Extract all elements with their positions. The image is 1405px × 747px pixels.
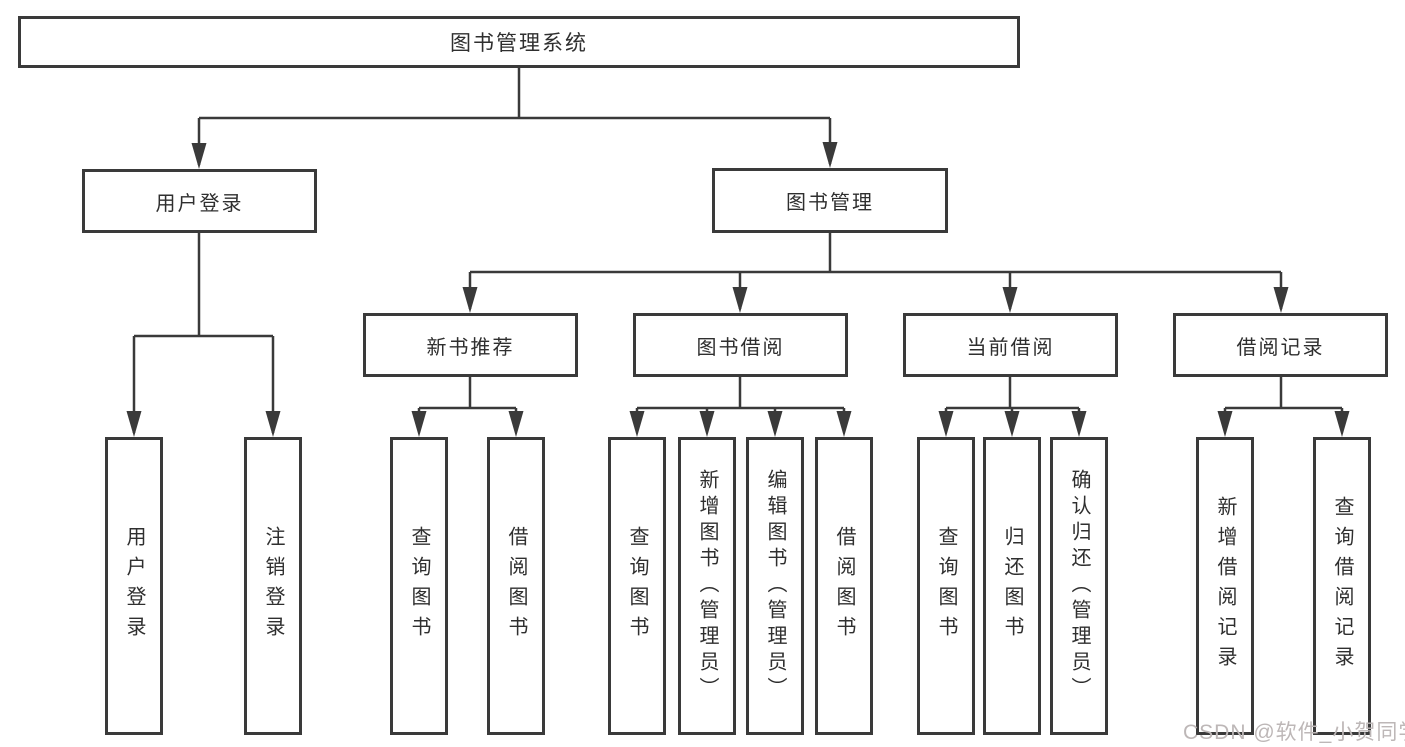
leaf-label: 查询图书 (408, 526, 430, 646)
leaf-label: 查询借阅记录 (1331, 496, 1353, 676)
leaf-label: 查询图书 (626, 526, 648, 646)
arrowhead (126, 411, 142, 437)
edge-borrow-records-to-leaves (1217, 377, 1350, 437)
leaf-br-query-record: 查询借阅记录 (1313, 437, 1371, 735)
edge-root-to-level2 (191, 68, 838, 169)
edge-book-mgmt-to-level3 (462, 233, 1289, 313)
arrowhead (1217, 411, 1233, 437)
leaf-bb-query-books: 查询图书 (608, 437, 666, 735)
leaf-label: 用户登录 (123, 526, 145, 646)
arrowhead (411, 411, 427, 437)
arrowhead (1273, 287, 1289, 313)
edge-book-borrow-to-leaves (629, 377, 852, 437)
leaf-label: 借阅图书 (833, 526, 855, 646)
arrowhead (508, 411, 524, 437)
node-new-book-rec: 新书推荐 (363, 313, 578, 377)
leaf-label: 归还图书 (1001, 526, 1023, 646)
arrowhead (836, 411, 852, 437)
arrowhead (629, 411, 645, 437)
leaf-bb-borrow-books: 借阅图书 (815, 437, 873, 735)
leaf-cb-return-books: 归还图书 (983, 437, 1041, 735)
leaf-cb-confirm-return: 确认归还（管理员） (1050, 437, 1108, 735)
arrowhead (1002, 287, 1018, 313)
leaf-label: 编辑图书（管理员） (764, 469, 786, 703)
node-book-borrow: 图书借阅 (633, 313, 848, 377)
leaf-label: 新增借阅记录 (1214, 496, 1236, 676)
edge-current-borrow-to-leaves (938, 377, 1087, 437)
node-current-borrow: 当前借阅 (903, 313, 1118, 377)
node-book-mgmt: 图书管理 (712, 168, 948, 233)
leaf-cb-query-books: 查询图书 (917, 437, 975, 735)
arrowhead (732, 287, 748, 313)
arrowhead (767, 411, 783, 437)
edge-user-login-to-leaves (126, 233, 281, 437)
arrowhead (1004, 411, 1020, 437)
leaf-bb-edit-books: 编辑图书（管理员） (746, 437, 804, 735)
leaf-label: 借阅图书 (505, 526, 527, 646)
leaf-nbr-query-books: 查询图书 (390, 437, 448, 735)
leaf-nbr-borrow-books: 借阅图书 (487, 437, 545, 735)
arrowhead (938, 411, 954, 437)
node-borrow-records: 借阅记录 (1173, 313, 1388, 377)
node-root: 图书管理系统 (18, 16, 1020, 68)
leaf-label: 注销登录 (262, 526, 284, 646)
arrowhead (191, 143, 207, 169)
arrowhead (265, 411, 281, 437)
node-user-login: 用户登录 (82, 169, 317, 233)
arrowhead (822, 142, 838, 168)
leaf-logout: 注销登录 (244, 437, 302, 735)
leaf-br-add-record: 新增借阅记录 (1196, 437, 1254, 735)
leaf-label: 新增图书（管理员） (696, 469, 718, 703)
edge-new-book-rec-to-leaves (411, 377, 524, 437)
csdn-watermark: CSDN @软件_小贺同学 (1183, 721, 1405, 744)
leaf-user-login: 用户登录 (105, 437, 163, 735)
leaf-label: 确认归还（管理员） (1068, 469, 1090, 703)
leaf-label: 查询图书 (935, 526, 957, 646)
arrowhead (1071, 411, 1087, 437)
arrowhead (1334, 411, 1350, 437)
arrowhead (462, 287, 478, 313)
leaf-bb-add-books: 新增图书（管理员） (678, 437, 736, 735)
arrowhead (699, 411, 715, 437)
